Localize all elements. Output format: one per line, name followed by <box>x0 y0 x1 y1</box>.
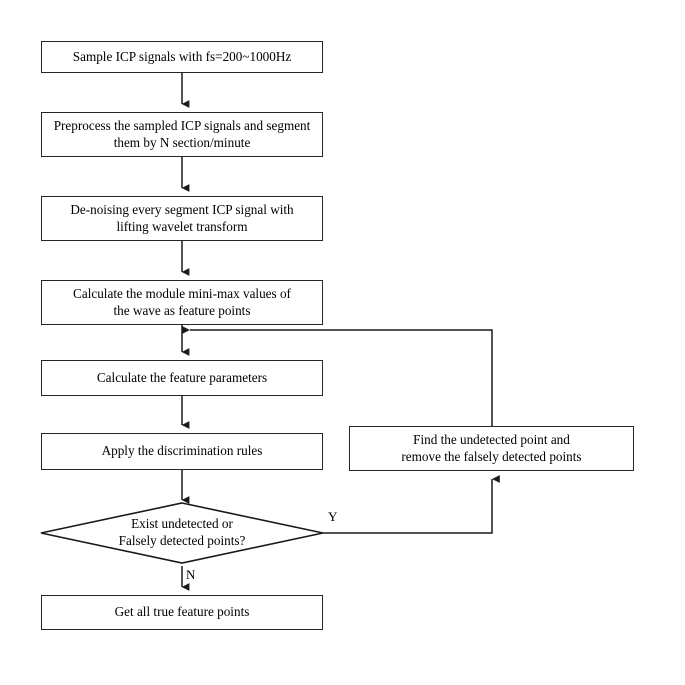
node-preprocess[interactable]: Preprocess the sampled ICP signals and s… <box>41 112 323 157</box>
node-feature-params[interactable]: Calculate the feature parameters <box>41 360 323 396</box>
branch-label-yes: Y <box>328 509 338 524</box>
node-denoise-label: De-noising every segment ICP signal with… <box>70 201 294 234</box>
node-result[interactable]: Get all true feature points <box>41 595 323 630</box>
node-denoise[interactable]: De-noising every segment ICP signal with… <box>41 196 323 241</box>
node-correction[interactable]: Find the undetected point and remove the… <box>349 426 634 471</box>
decision-diamond-shape <box>40 502 324 564</box>
node-decision-label: Exist undetected or Falsely detected poi… <box>118 516 246 548</box>
node-minimax-label: Calculate the module mini-max values of … <box>73 285 291 318</box>
connector-decision-yes-to-correction <box>323 475 500 534</box>
node-sample-label: Sample ICP signals with fs=200~1000Hz <box>72 48 292 64</box>
node-discrimination[interactable]: Apply the discrimination rules <box>41 433 323 470</box>
node-preprocess-label: Preprocess the sampled ICP signals and s… <box>53 117 311 150</box>
node-minimax[interactable]: Calculate the module mini-max values of … <box>41 280 323 325</box>
branch-label-no: N <box>186 567 196 582</box>
connector-correction-feedback <box>182 326 493 426</box>
node-result-label: Get all true feature points <box>114 604 250 620</box>
node-sample[interactable]: Sample ICP signals with fs=200~1000Hz <box>41 41 323 73</box>
node-correction-label: Find the undetected point and remove the… <box>401 431 582 464</box>
node-feature-params-label: Calculate the feature parameters <box>96 369 268 385</box>
node-discrimination-label: Apply the discrimination rules <box>101 443 263 459</box>
